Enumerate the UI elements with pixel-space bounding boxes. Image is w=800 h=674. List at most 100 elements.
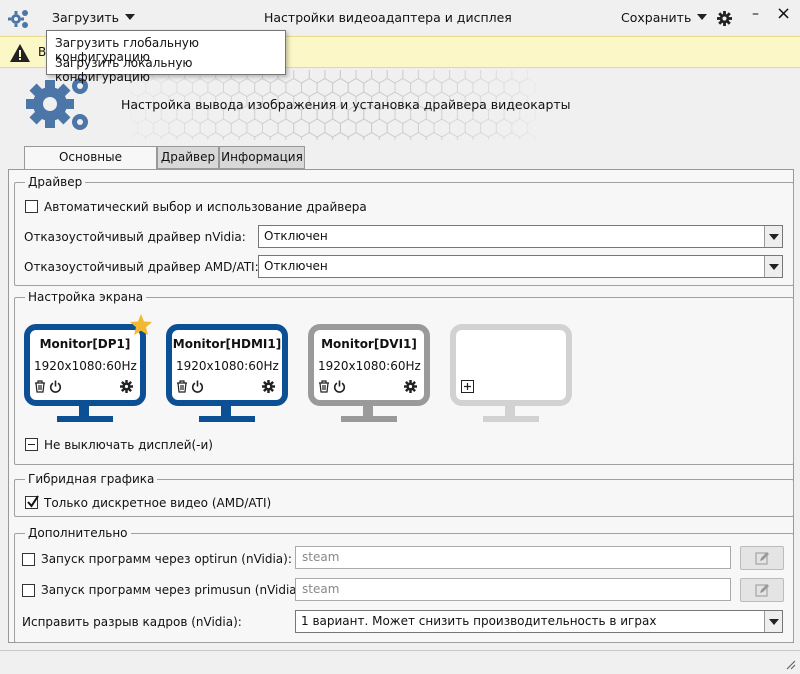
window-title: Настройки видеоадаптера и дисплея (264, 10, 512, 25)
trash-icon[interactable] (318, 380, 330, 393)
power-icon[interactable] (333, 380, 346, 393)
load-menu-button[interactable]: Загрузить (52, 10, 135, 25)
hexagon-cell (472, 77, 489, 98)
amd-driver-value: Отключен (264, 259, 328, 273)
hexagon-cell (402, 70, 419, 84)
hexagon-cell (285, 131, 302, 140)
edit-icon (755, 552, 769, 565)
hexagon-cell (293, 70, 310, 84)
hexagon-cell (191, 77, 209, 98)
trash-icon[interactable] (34, 380, 46, 393)
hexagon-cell (168, 91, 186, 111)
hexagon-cell (184, 118, 201, 138)
keep-displays-on-checkbox[interactable] (25, 438, 38, 451)
hexagon-cell (176, 131, 193, 140)
monitor-stand (505, 404, 515, 417)
tearing-select[interactable]: 1 вариант. Может снизить производительно… (295, 610, 783, 633)
optirun-edit-button[interactable] (740, 546, 784, 570)
tab-driver[interactable]: Драйвер (157, 146, 219, 169)
monitor-dvi1[interactable]: Monitor[DVI1] 1920x1080:60Hz (308, 324, 430, 426)
menu-item-load-local[interactable]: Загрузить локальную конфигурацию (55, 56, 193, 84)
hexagon-cell (130, 70, 139, 84)
hexagon-cell (480, 91, 497, 111)
hexagon-cell (503, 131, 521, 140)
hexagon-cell (207, 104, 224, 125)
hexagon-cell (488, 104, 505, 125)
hexagon-cell (488, 77, 505, 98)
hybrid-graphics-group: Гибридная графика (14, 472, 794, 517)
hexagon-cell (160, 131, 178, 140)
hexagon-cell (137, 118, 154, 138)
hybrid-legend: Гибридная графика (25, 472, 158, 486)
tearing-label: Исправить разрыв кадров (nVidia): (22, 615, 242, 629)
monitor-empty-slot[interactable] (450, 324, 572, 426)
hexagon-cell (480, 70, 497, 84)
gear-icon[interactable] (404, 380, 417, 393)
monitor-screen: Monitor[DP1] 1920x1080:60Hz (24, 324, 146, 406)
tab-main-settings[interactable]: Основные настройки (24, 146, 157, 185)
optirun-checkbox[interactable] (22, 553, 35, 566)
power-icon[interactable] (49, 380, 62, 393)
hexagon-cell (519, 77, 536, 98)
hexagon-cell (519, 131, 536, 140)
hexagon-cell (503, 77, 521, 98)
primusun-edit-button[interactable] (740, 578, 784, 602)
screen-legend: Настройка экрана (25, 290, 147, 304)
hexagon-cell (207, 77, 224, 98)
chevron-down-icon (125, 14, 135, 20)
load-label: Загрузить (52, 10, 119, 25)
hexagon-cell (269, 131, 287, 140)
monitor-stand (363, 404, 373, 417)
header-description: Настройка вывода изображения и установка… (121, 97, 571, 112)
hexagon-cell (464, 70, 482, 84)
tab-information[interactable]: Информация (219, 146, 305, 169)
warning-icon (10, 44, 30, 62)
monitor-mode: 1920x1080:60Hz (34, 359, 137, 373)
settings-gear-icon[interactable] (717, 11, 732, 26)
header-gears-icon (26, 78, 88, 130)
monitor-hdmi1[interactable]: Monitor[HDMI1] 1920x1080:60Hz (166, 324, 288, 426)
gear-icon[interactable] (120, 380, 133, 393)
hexagon-cell (339, 70, 357, 84)
minimize-button[interactable]: – (752, 6, 759, 22)
hexagon-cell (137, 70, 154, 84)
optirun-input[interactable]: steam (295, 546, 731, 569)
amd-driver-select[interactable]: Отключен (258, 255, 783, 278)
power-icon[interactable] (191, 380, 204, 393)
hexagon-cell (449, 118, 466, 138)
menu-item-load-global[interactable]: Загрузить глобальную конфигурацию (55, 36, 199, 64)
hexagon-cell (495, 91, 513, 111)
hexagon-cell (425, 131, 443, 140)
discrete-video-checkbox[interactable] (25, 495, 39, 509)
hexagon-cell (433, 70, 451, 84)
hexagon-cell (456, 104, 474, 125)
monitor-base (483, 416, 539, 422)
hexagon-cell (464, 91, 482, 111)
trash-icon[interactable] (176, 380, 188, 393)
primusun-input[interactable]: steam (295, 578, 731, 601)
hexagon-cell (495, 70, 513, 84)
keep-displays-on-label: Не выключать дисплей(-и) (44, 438, 213, 452)
add-monitor-icon[interactable] (461, 380, 474, 393)
primusun-checkbox[interactable] (22, 584, 35, 597)
auto-driver-checkbox[interactable] (25, 200, 38, 213)
gear-icon[interactable] (262, 380, 275, 393)
hexagon-cell (363, 131, 380, 140)
hexagon-cell (386, 70, 404, 84)
optirun-label: Запуск программ через optirun (nVidia): (41, 552, 292, 566)
app-gears-icon (8, 10, 28, 28)
resize-grip-icon[interactable] (784, 658, 796, 670)
hexagon-cell (449, 70, 466, 84)
chevron-down-icon (764, 256, 782, 277)
monitor-dp1[interactable]: Monitor[DP1] 1920x1080:60Hz (24, 324, 146, 426)
monitor-stand (221, 404, 231, 417)
close-button[interactable]: × (776, 3, 792, 24)
hexagon-cell (347, 131, 365, 140)
hexagon-cell (184, 91, 201, 111)
hexagon-cell (184, 70, 201, 84)
hexagon-cell (308, 70, 326, 84)
driver-group: Драйвер (14, 175, 794, 286)
extra-group: Дополнительно (14, 526, 794, 643)
save-menu-button[interactable]: Сохранить (621, 10, 708, 25)
nvidia-driver-select[interactable]: Отключен (258, 225, 783, 248)
